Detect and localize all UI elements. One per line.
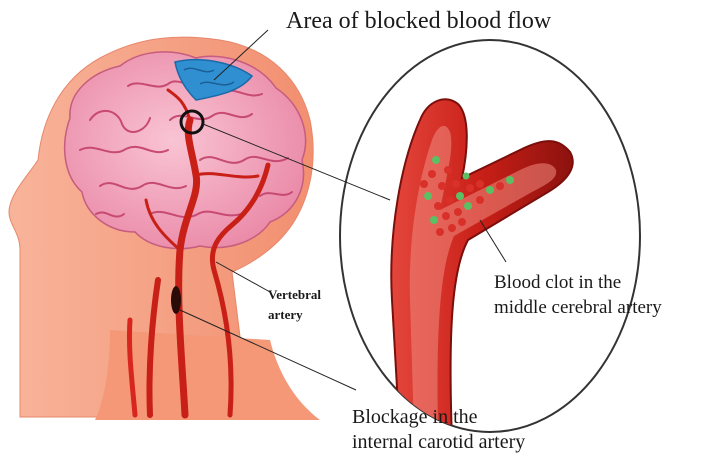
vertebral-label-line2: artery (268, 305, 321, 325)
carotid-blockage-label: Blockage in the internal carotid artery (352, 405, 525, 455)
carotid-blockage (171, 286, 181, 314)
clot-label-line2: middle cerebral artery (494, 295, 662, 320)
blockage-label-line2: internal carotid artery (352, 430, 525, 455)
blockage-label-line1: Blockage in the (352, 405, 525, 430)
blocked-area-label: Area of blocked blood flow (286, 8, 551, 35)
clot-label: Blood clot in the middle cerebral artery (494, 270, 662, 320)
vertebral-artery-label: Vertebral artery (268, 285, 321, 325)
clot-label-line1: Blood clot in the (494, 270, 662, 295)
vertebral-label-line1: Vertebral (268, 285, 321, 305)
